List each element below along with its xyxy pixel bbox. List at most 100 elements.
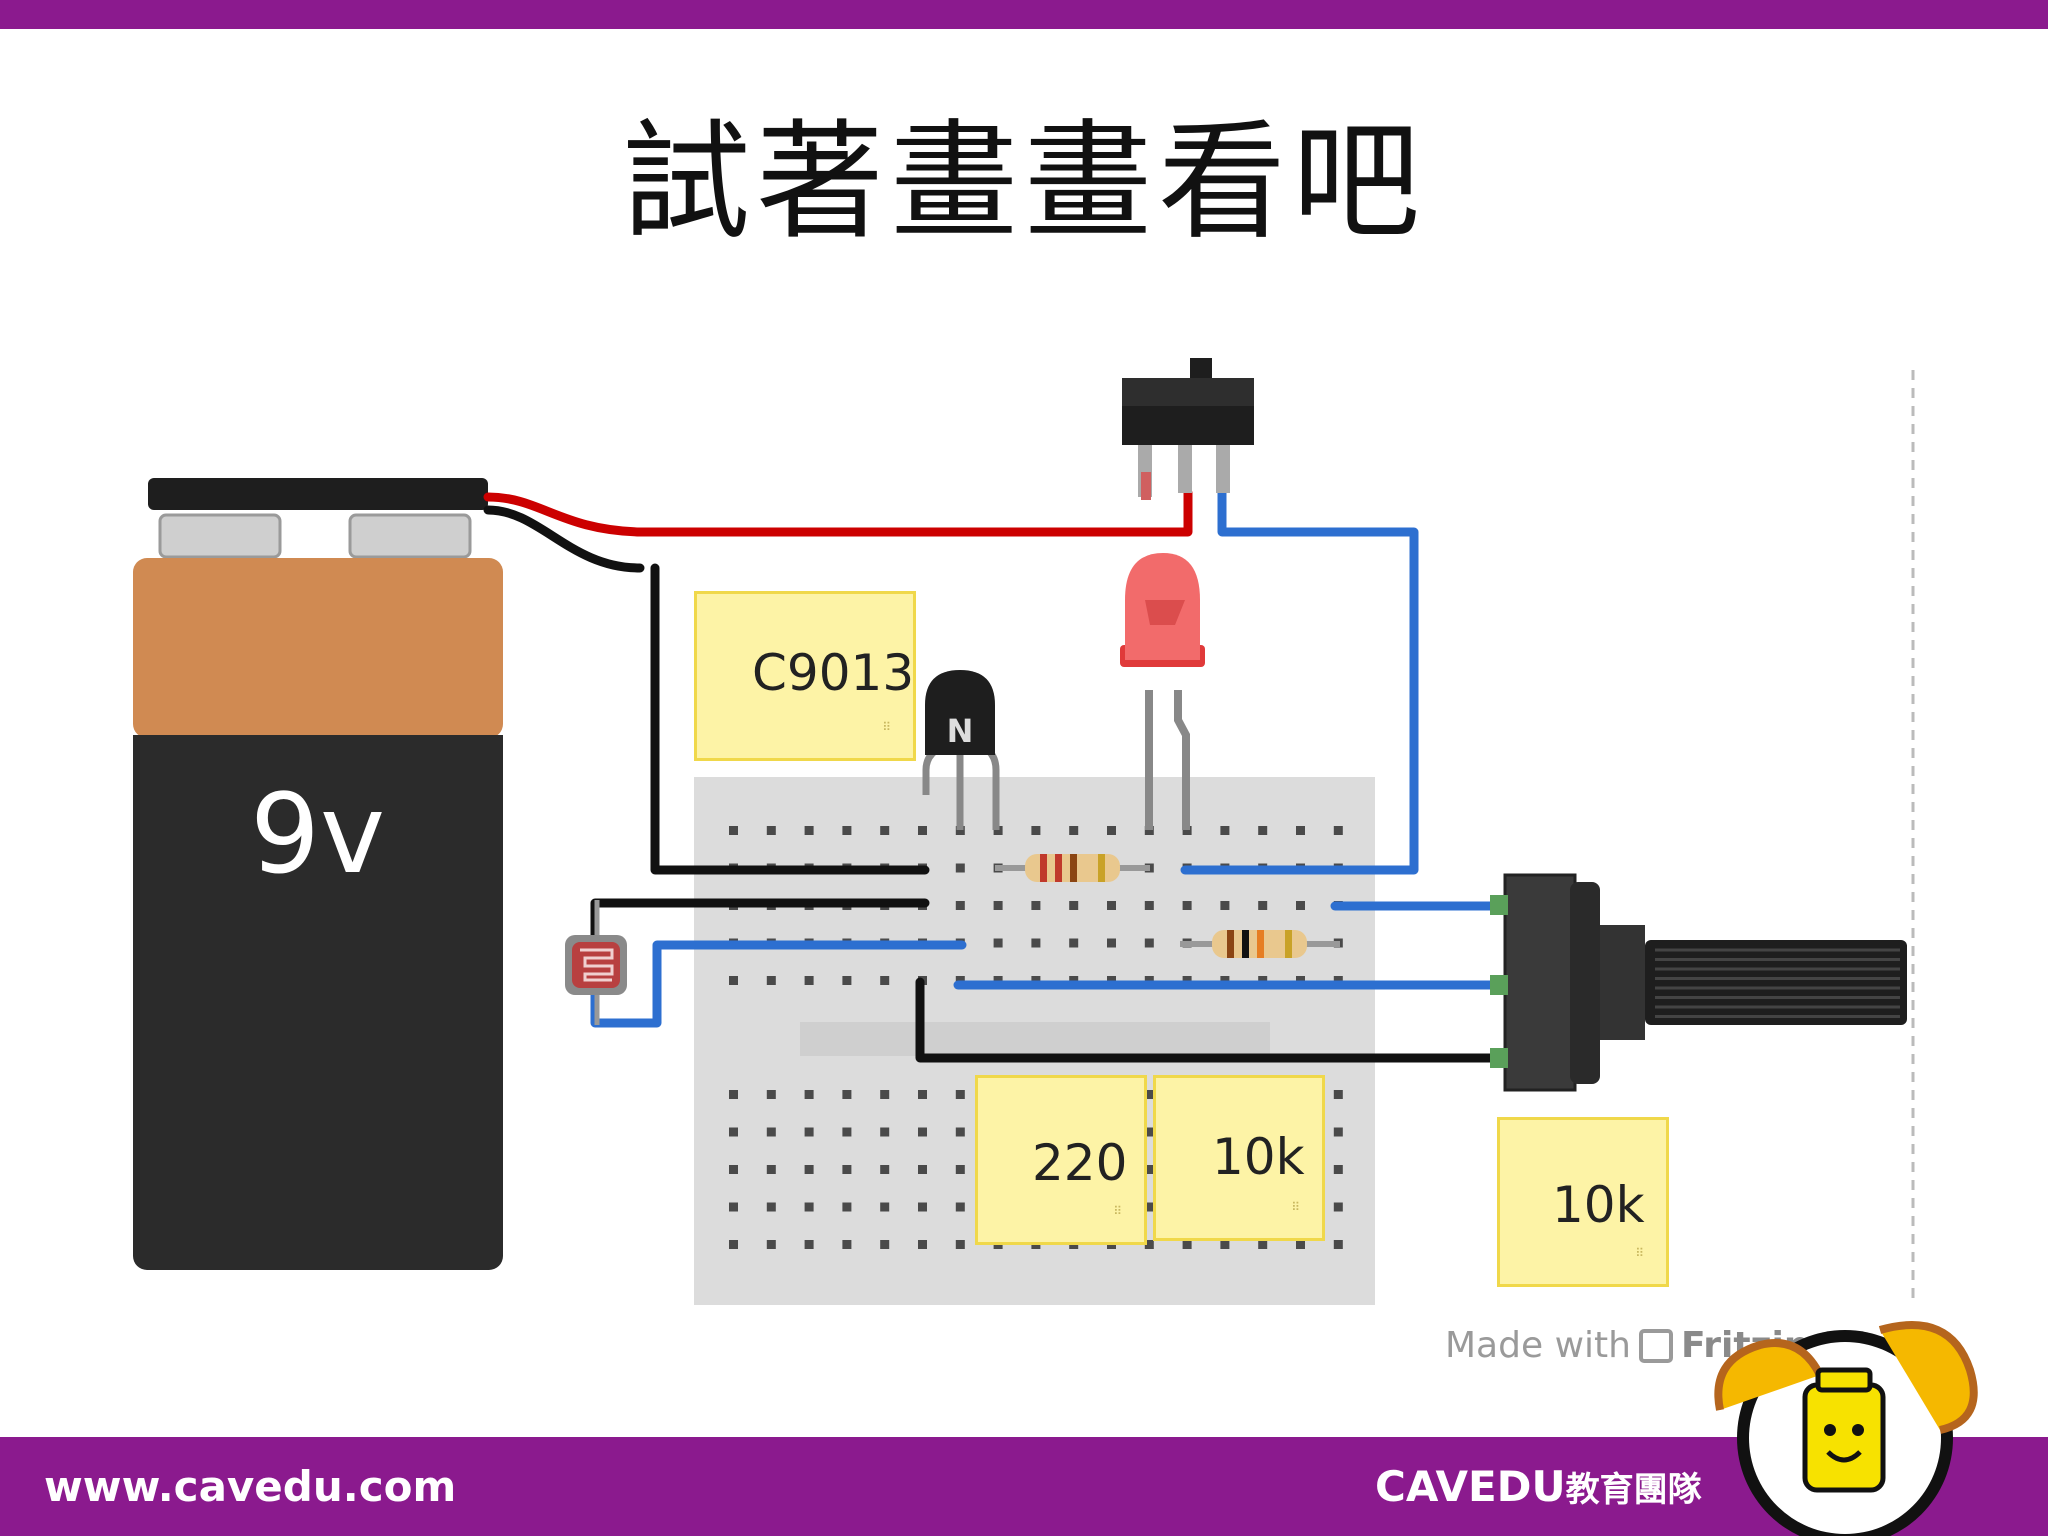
note-potentiometer-text: 10k [1552, 1176, 1645, 1234]
wire-black-ground [650, 563, 930, 875]
breadboard-hole [1144, 901, 1154, 910]
svg-text:N: N [947, 712, 974, 750]
top-bar [0, 0, 2048, 29]
breadboard-hole [918, 1090, 927, 1099]
breadboard-hole [955, 1127, 965, 1137]
breadboard-hole [729, 1202, 738, 1212]
breadboard-hole [1144, 1127, 1154, 1137]
breadboard-hole [842, 1127, 852, 1137]
breadboard-hole [1182, 901, 1192, 910]
breadboard-hole [1031, 826, 1041, 835]
breadboard-hole [766, 826, 776, 835]
breadboard-hole [880, 1240, 890, 1249]
breadboard-hole [842, 1202, 852, 1212]
breadboard-hole [1144, 1165, 1154, 1174]
breadboard-hole [880, 1127, 890, 1137]
breadboard-hole [1296, 901, 1305, 910]
breadboard-hole [1107, 901, 1116, 910]
breadboard-hole [1333, 1090, 1343, 1099]
breadboard-hole [955, 1090, 965, 1099]
note-grip-icon: ⠿ [1635, 1246, 1644, 1260]
note-grip-icon: ⠿ [882, 720, 891, 734]
breadboard-hole [804, 976, 814, 985]
breadboard-hole [804, 1090, 814, 1099]
battery-label: 9v [250, 770, 386, 898]
breadboard-hole [1144, 826, 1154, 835]
breadboard-hole [1296, 826, 1305, 835]
breadboard-hole [880, 1165, 890, 1174]
note-grip-icon: ⠿ [1291, 1200, 1300, 1214]
breadboard-hole [1333, 826, 1343, 835]
wire-blue-switch [1180, 488, 1419, 875]
breadboard-hole [804, 1165, 814, 1174]
breadboard-hole [880, 976, 890, 985]
note-resistor-led-text: 220 [1032, 1134, 1128, 1192]
breadboard-hole [918, 826, 927, 835]
breadboard-hole [804, 826, 814, 835]
cavedu-logo [1714, 1321, 1978, 1536]
breadboard-hole [955, 826, 965, 835]
breadboard-hole [842, 1090, 852, 1099]
breadboard-hole [1107, 826, 1116, 835]
breadboard-hole [1258, 826, 1268, 835]
breadboard-hole [1069, 938, 1079, 948]
battery-9v [133, 478, 503, 1270]
resistor-10k [1180, 930, 1340, 958]
potentiometer [1490, 873, 1907, 1092]
breadboard-hole [1333, 1127, 1343, 1137]
breadboard-hole [955, 901, 965, 910]
breadboard-hole [918, 1202, 927, 1212]
breadboard-hole [955, 1165, 965, 1174]
breadboard-hole [1296, 1240, 1305, 1249]
footer-brand-name: CAVEDU [1375, 1462, 1566, 1511]
breadboard-hole [1220, 1240, 1230, 1249]
wires [483, 488, 1495, 1063]
breadboard-hole [804, 1202, 814, 1212]
breadboard-hole [880, 1090, 890, 1099]
breadboard-hole [993, 938, 1003, 948]
breadboard-hole [955, 1240, 965, 1249]
breadboard-hole [1144, 1202, 1154, 1212]
breadboard-hole [842, 976, 852, 985]
breadboard-hole [1220, 901, 1230, 910]
breadboard-hole [993, 901, 1003, 910]
breadboard-hole [729, 826, 738, 835]
bottom-bar [0, 1437, 2048, 1536]
transistor: N [922, 670, 1000, 830]
breadboard-hole [1258, 901, 1268, 910]
breadboard-hole [766, 1202, 776, 1212]
breadboard-hole [766, 1090, 776, 1099]
breadboard-hole [804, 1240, 814, 1249]
battery-red-lead [483, 492, 645, 537]
note-transistor-text: C9013 [752, 644, 915, 702]
photoresistor [565, 900, 627, 1025]
battery-black-lead [483, 505, 645, 573]
breadboard-hole [766, 976, 776, 985]
slide-title: 試著畫畫看吧 [621, 108, 1426, 257]
breadboard-hole [1258, 1240, 1268, 1249]
breadboard-hole [1220, 826, 1230, 835]
breadboard-hole [766, 1240, 776, 1249]
resistor-220 [995, 854, 1150, 882]
breadboard-hole [1333, 1240, 1343, 1249]
breadboard-hole [766, 1127, 776, 1137]
note-transistor: C9013 ⠿ [694, 591, 916, 761]
breadboard-hole [1031, 938, 1041, 948]
breadboard-hole [955, 1202, 965, 1212]
breadboard-hole [766, 1165, 776, 1174]
breadboard-hole [729, 1240, 738, 1249]
breadboard-hole [955, 863, 965, 873]
breadboard-hole [729, 1090, 738, 1099]
breadboard-hole [729, 1165, 738, 1174]
breadboard-hole [842, 826, 852, 835]
note-resistor-ldr: 10k ⠿ [1153, 1075, 1325, 1241]
slide-switch [1122, 358, 1254, 500]
breadboard-hole [1069, 901, 1079, 910]
footer-url: www.cavedu.com [44, 1462, 457, 1511]
led-red [1120, 553, 1205, 830]
wire-red-switch [635, 488, 1193, 537]
footer-brand: CAVEDU教育團隊 [1375, 1462, 1702, 1511]
note-resistor-ldr-text: 10k [1212, 1128, 1305, 1186]
breadboard-hole [1333, 1202, 1343, 1212]
breadboard-hole [1333, 1165, 1343, 1174]
